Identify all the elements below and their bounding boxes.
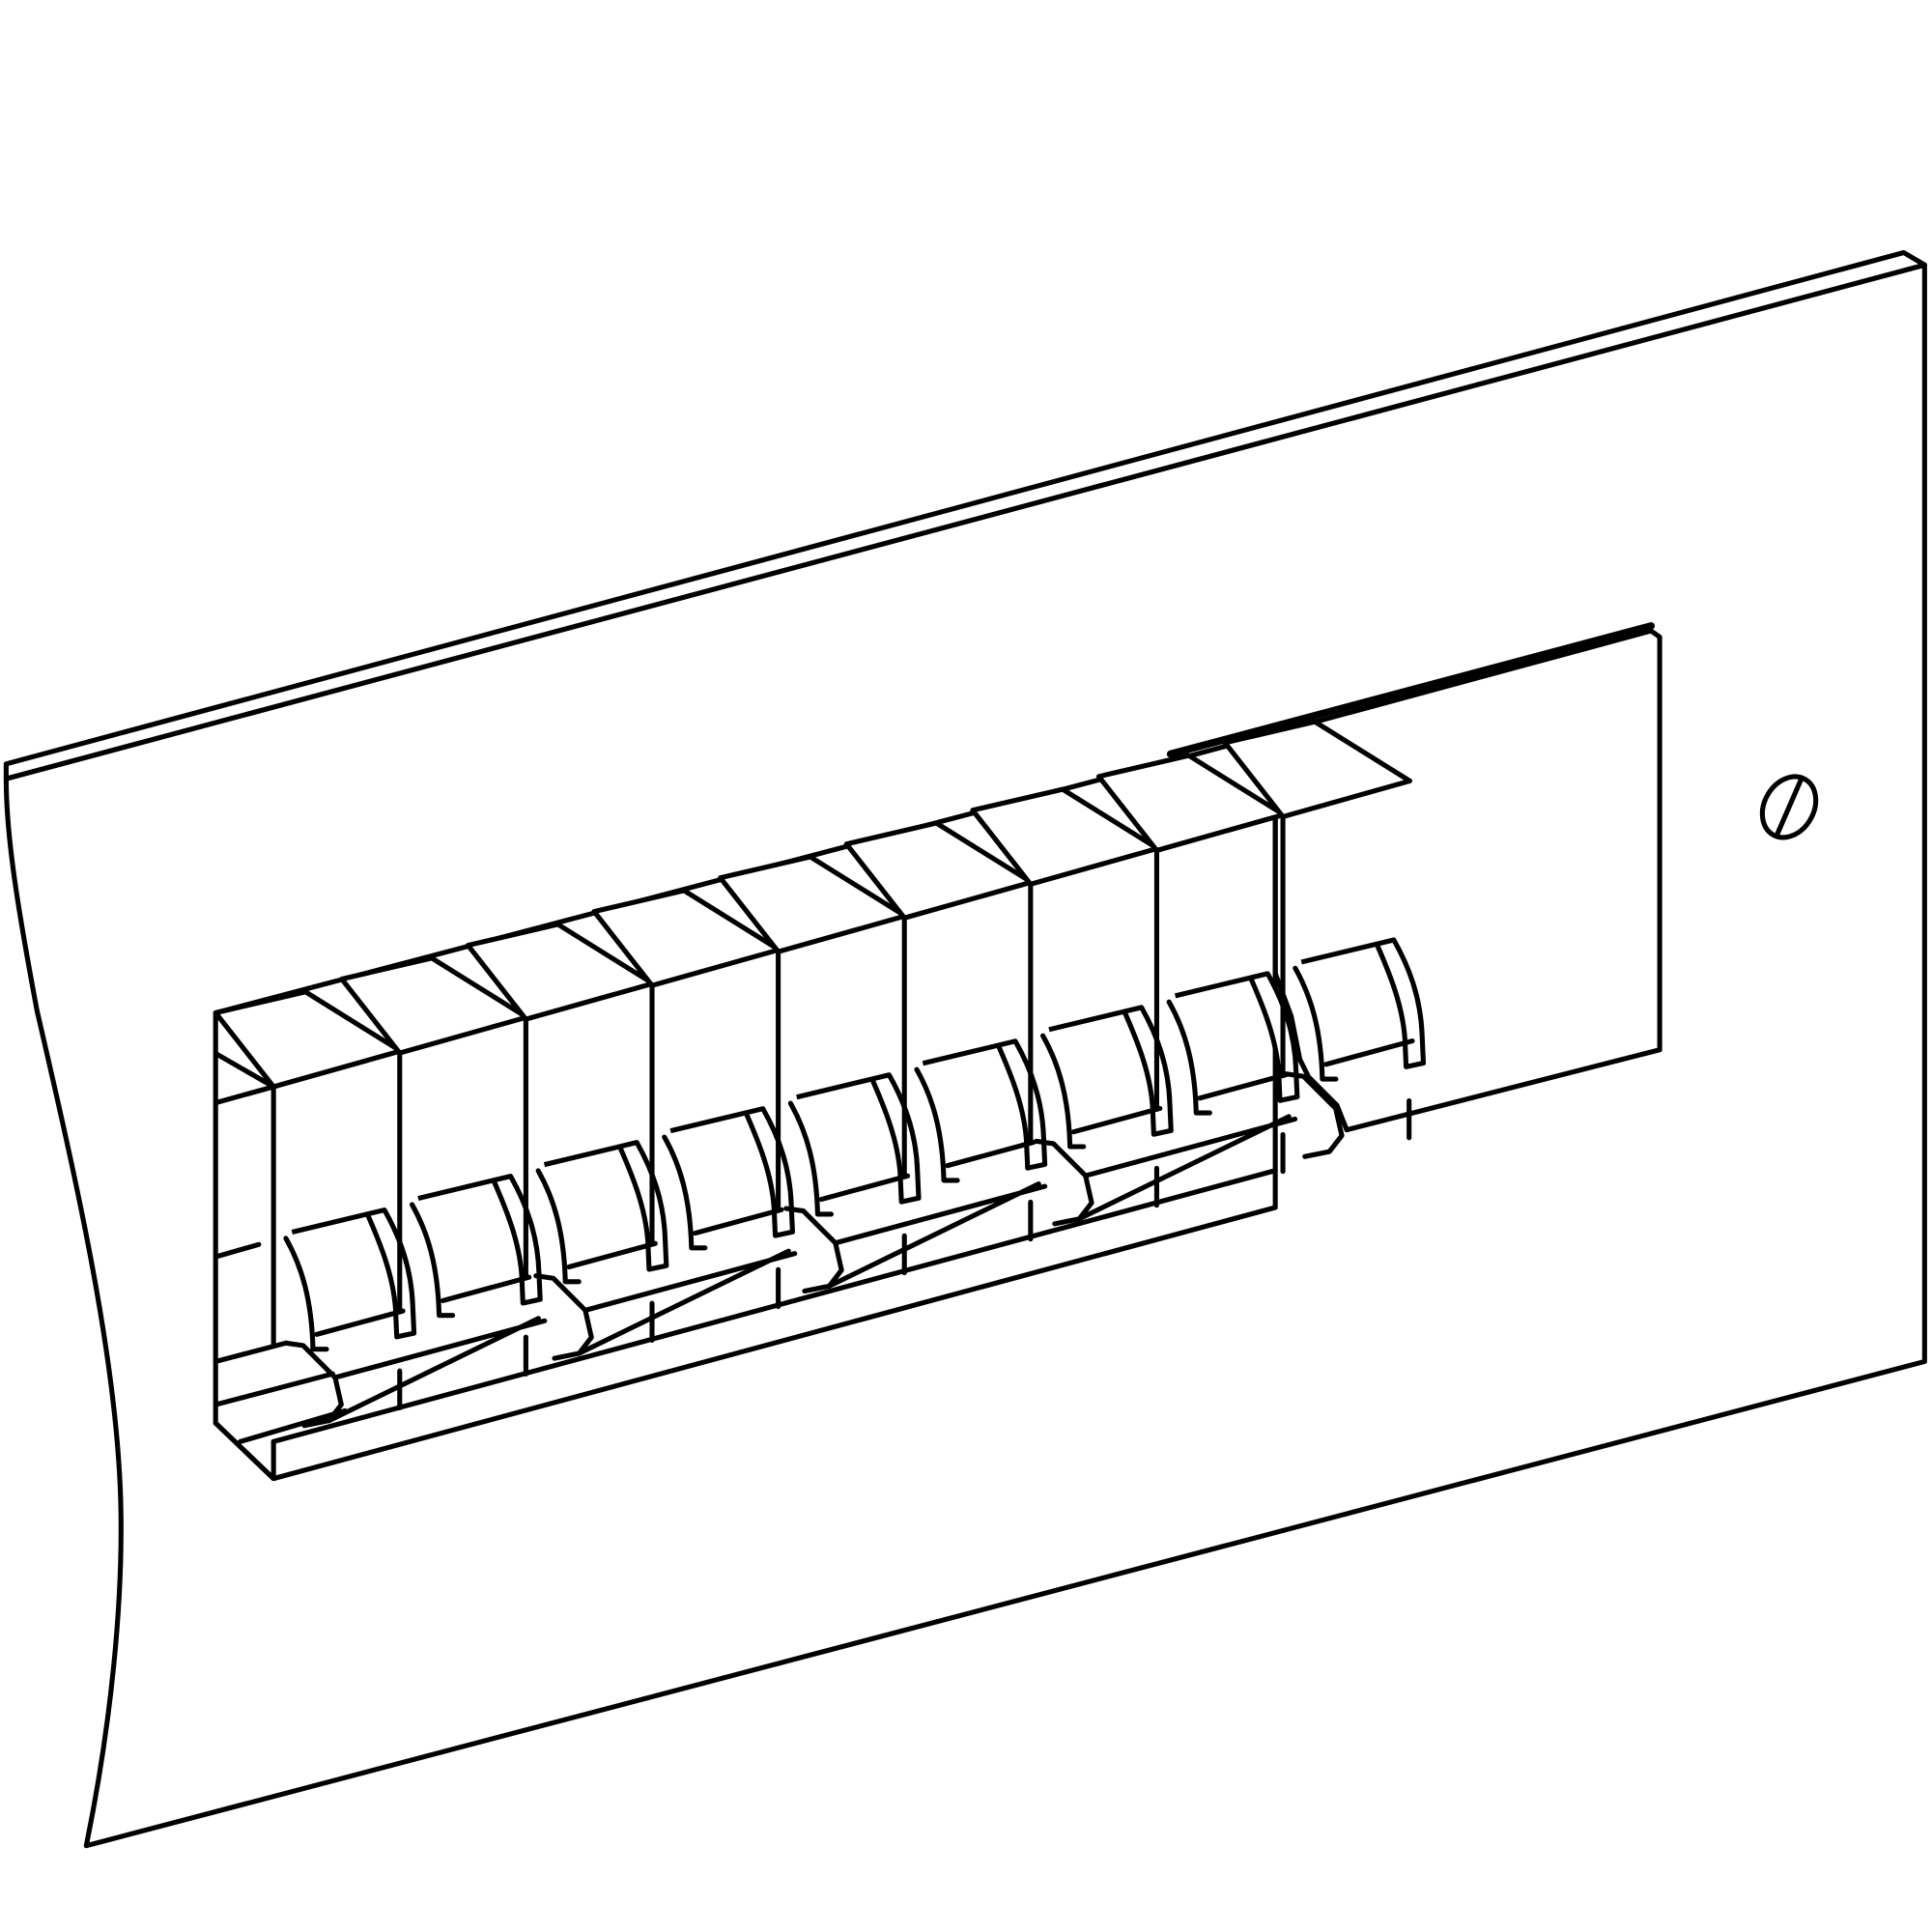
rail-clip — [1284, 1071, 1345, 1159]
toggle-shadow — [1166, 999, 1212, 1116]
busbar-rail — [270, 1071, 1412, 1444]
rail-segment — [576, 1248, 798, 1356]
circuit-breaker-module — [970, 786, 1174, 1150]
toggle-handle-icon — [1174, 971, 1300, 1103]
toggle-shadow — [662, 1134, 708, 1251]
toggle-shadow — [409, 1202, 456, 1319]
toggle-handle-icon — [1300, 937, 1427, 1069]
toggle-base — [693, 1207, 784, 1236]
rail-clip — [533, 1273, 594, 1361]
toggle-base — [945, 1139, 1037, 1169]
toggle-base — [818, 1173, 911, 1203]
circuit-breaker-module — [339, 955, 543, 1319]
toggle-handle-icon — [669, 1106, 795, 1238]
rail-clip — [783, 1206, 844, 1294]
rail-clip — [1034, 1138, 1094, 1227]
toggle-base — [440, 1274, 532, 1303]
toggle-base — [1323, 1037, 1415, 1067]
cutout-left-wall — [213, 1051, 348, 1482]
toggle-handle-icon — [417, 1174, 543, 1306]
rail-clip — [283, 1340, 344, 1429]
toggle-base — [314, 1308, 406, 1337]
circuit-breaker-module — [843, 820, 1048, 1183]
toggle-handle-icon — [1048, 1005, 1174, 1137]
toggle-shadow — [1293, 965, 1339, 1082]
circuit-breaker-module — [1095, 753, 1300, 1116]
panel-top-edge — [3, 249, 1927, 781]
breaker-top-face — [1222, 719, 1412, 819]
blank-cover-top-edge — [1166, 622, 1656, 758]
circuit-breaker-module — [213, 989, 417, 1352]
toggle-base — [566, 1240, 658, 1270]
circuit-breaker-module — [1222, 719, 1427, 1082]
screw-icon — [1759, 774, 1819, 840]
rail-segment — [826, 1180, 1048, 1289]
toggle-shadow — [283, 1236, 329, 1352]
toggle-shadow — [914, 1066, 960, 1183]
breaker-row — [213, 719, 1427, 1352]
circuit-breaker-module — [591, 888, 795, 1251]
toggle-handle-icon — [543, 1140, 669, 1272]
toggle-handle-icon — [291, 1207, 417, 1340]
toggle-shadow — [1040, 1033, 1087, 1150]
toggle-shadow — [535, 1168, 582, 1285]
toggle-shadow — [787, 1100, 835, 1217]
toggle-handle-icon — [796, 1072, 922, 1205]
toggle-handle-icon — [922, 1038, 1048, 1171]
circuit-breaker-module — [718, 854, 922, 1217]
rail-segment — [1076, 1114, 1298, 1222]
blank-cover-plate — [1179, 628, 1662, 1133]
toggle-base — [1070, 1105, 1163, 1135]
terminal-line — [270, 1168, 1278, 1444]
toggle-base — [1197, 1071, 1289, 1101]
rail-segment — [327, 1316, 548, 1424]
